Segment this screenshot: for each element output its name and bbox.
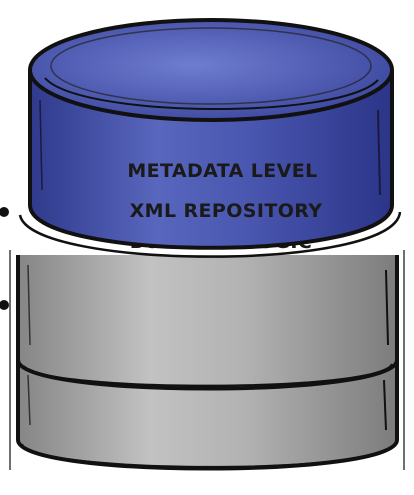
metadata-layer: METADATA LEVEL XML REPOSITORY	[18, 18, 402, 258]
layer-label-metadata: METADATA LEVEL XML REPOSITORY	[127, 160, 324, 222]
connector-dot-icon	[0, 207, 9, 217]
cylinder-top-cap	[28, 18, 394, 122]
business-logic-layer: BUSINESS LOGIC	[16, 231, 399, 391]
metadata-line-2: XML REPOSITORY	[130, 200, 323, 222]
metadata-line-1: METADATA LEVEL	[127, 160, 317, 182]
connector-dot-icon	[0, 300, 9, 310]
